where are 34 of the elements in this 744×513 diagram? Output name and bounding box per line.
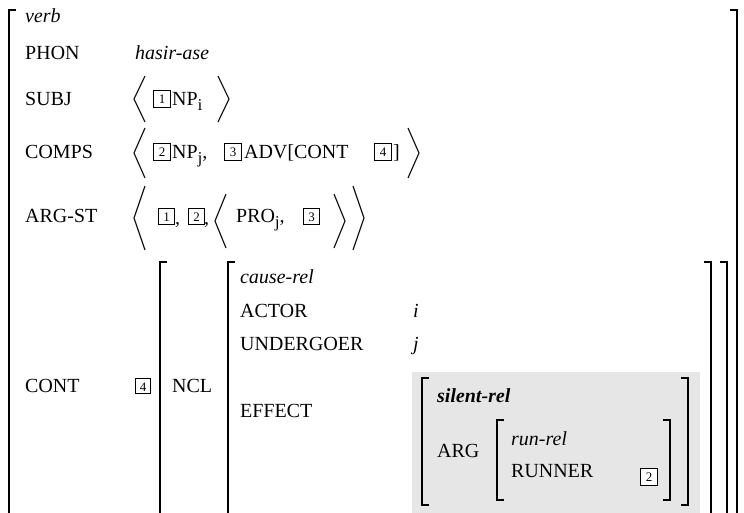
attribute-name: ARG [437,440,480,462]
tag-number: 1 [158,208,175,225]
punctuation: , [175,207,180,229]
punctuation: ] [393,141,400,163]
category-label: NP$_{j}$, [172,141,208,169]
attribute-name: ARG-ST [25,205,98,227]
attribute-value: hasir-ase [135,42,210,64]
type-label: verb [25,5,61,27]
attribute-value: i [413,300,419,322]
relation-label: NCL [172,375,212,397]
attribute-name: PHON [25,42,80,64]
category-label: NP$_{i}$ [172,88,202,116]
tag-number: 3 [224,143,242,161]
attribute-value: j [413,333,419,355]
tag-number: 4 [374,143,392,161]
type-label: silent-rel [437,385,510,407]
shaded-panel [412,372,700,513]
category-label: ADV[CONT [244,141,348,163]
tag-number: 3 [303,208,320,225]
tag-number: 2 [188,208,205,225]
attribute-name: UNDERGOER [240,333,364,355]
type-label: cause-rel [240,266,314,288]
attribute-name: RUNNER [511,460,594,482]
attribute-name: COMPS [25,141,93,163]
attribute-name: CONT [25,375,80,397]
attribute-name: EFFECT [240,400,312,422]
tag-number: 2 [640,468,658,486]
attribute-name: ACTOR [240,300,308,322]
tag-number: 2 [153,143,171,161]
attribute-name: SUBJ [25,88,72,110]
tag-number: 4 [135,378,151,394]
category-label: PRO$_{j}$, [236,205,285,233]
type-label: run-rel [511,428,567,450]
tag-number: 1 [153,90,171,108]
